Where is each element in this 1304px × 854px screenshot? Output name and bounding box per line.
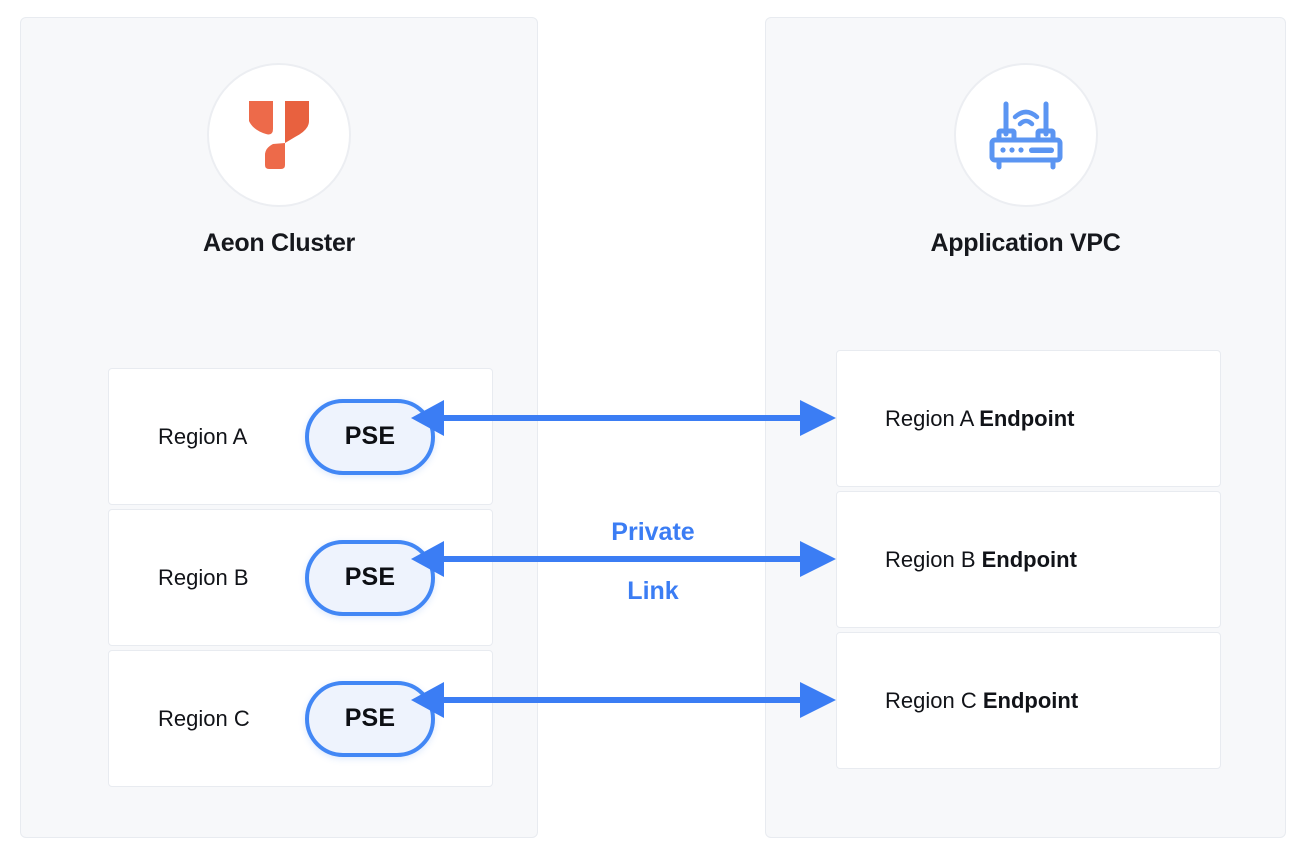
pse-badge-label-a: PSE: [344, 422, 396, 450]
endpoint-emphasis-c: Endpoint: [982, 687, 1079, 713]
application-vpc-header: Application VPC: [766, 63, 1285, 258]
pse-badge-a[interactable]: PSE: [305, 398, 435, 475]
endpoint-label-c: Region C Endpoint: [885, 688, 1078, 714]
endpoint-emphasis-a: Endpoint: [979, 405, 1075, 431]
aeon-cluster-panel: Aeon Cluster Region A PSE Region B PSE R…: [20, 17, 538, 838]
endpoint-label-b: Region B Endpoint: [885, 547, 1077, 573]
endpoint-box-c[interactable]: Region C Endpoint: [836, 632, 1221, 769]
endpoint-prefix-b: Region B: [885, 546, 982, 572]
aeon-logo-icon: [207, 63, 351, 207]
pse-badge-label-b: PSE: [344, 563, 396, 591]
aeon-cluster-header: Aeon Cluster: [21, 63, 537, 258]
endpoint-box-a[interactable]: Region A Endpoint: [836, 350, 1221, 487]
private-link-label-line2: Link: [627, 577, 679, 605]
endpoint-label-a: Region A Endpoint: [885, 406, 1075, 432]
panel-title-left: Aeon Cluster: [203, 229, 355, 257]
region-label-a: Region A: [158, 423, 248, 449]
endpoint-emphasis-b: Endpoint: [981, 546, 1077, 572]
pse-badge-b[interactable]: PSE: [305, 539, 435, 616]
endpoint-box-b[interactable]: Region B Endpoint: [836, 491, 1221, 628]
region-box-a[interactable]: Region A PSE: [108, 368, 493, 505]
private-link-label-line1: Private: [611, 518, 695, 546]
panel-title-right: Application VPC: [930, 229, 1121, 257]
region-label-c: Region C: [158, 705, 250, 731]
pse-badge-c[interactable]: PSE: [305, 680, 435, 757]
pse-badge-label-c: PSE: [344, 704, 396, 732]
region-label-b: Region B: [158, 564, 249, 590]
region-box-b[interactable]: Region B PSE: [108, 509, 493, 646]
region-box-c[interactable]: Region C PSE: [108, 650, 493, 787]
router-wifi-icon: [953, 63, 1098, 207]
endpoint-prefix-a: Region A: [885, 405, 980, 431]
endpoint-prefix-c: Region C: [885, 687, 983, 713]
